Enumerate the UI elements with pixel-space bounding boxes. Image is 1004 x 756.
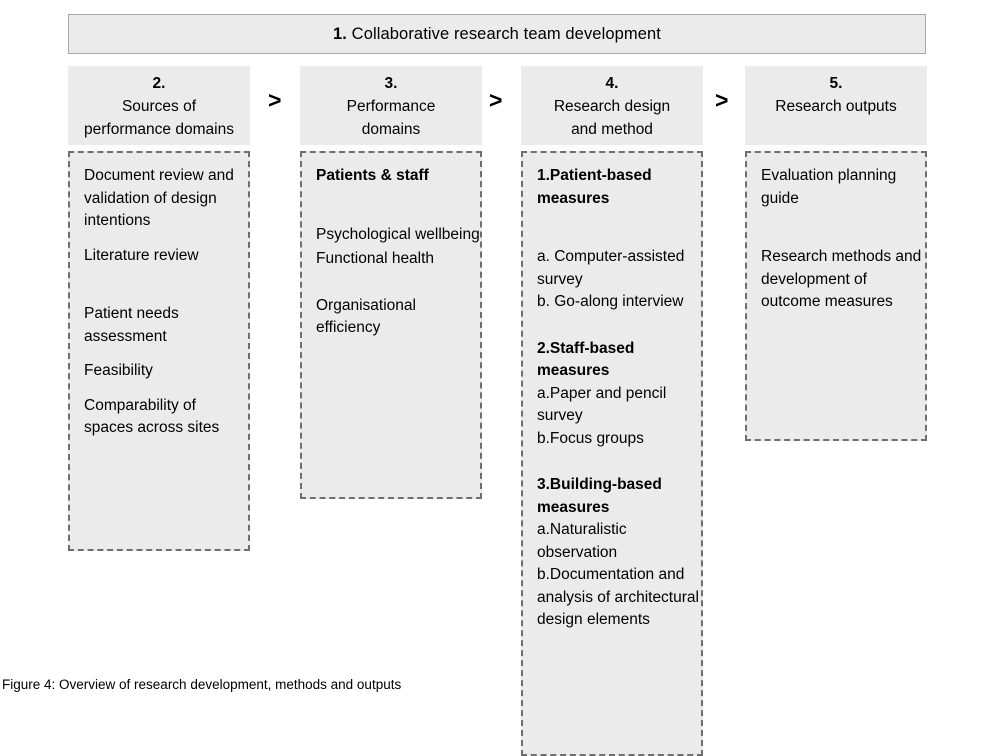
column-2-body: Document review and validation of design… bbox=[68, 151, 250, 551]
column-5-body: Evaluation planning guide Research metho… bbox=[745, 151, 927, 441]
banner-title: Collaborative research team development bbox=[351, 24, 661, 43]
column-2-title-line1: Sources of bbox=[121, 98, 197, 115]
list-item: a. Computer-assisted survey bbox=[537, 248, 685, 288]
column-2-header: 2. Sources of performance domains bbox=[68, 66, 250, 145]
list-item: Organisational efficiency bbox=[316, 296, 416, 337]
chevron-right-icon-1: > bbox=[268, 87, 282, 113]
column-4-header: 4. Research design and method bbox=[521, 66, 703, 145]
list-item: b.Documentation and analysis of architec… bbox=[537, 566, 699, 628]
column-5-number: 5. bbox=[829, 75, 843, 92]
column-2-title-line2: performance domains bbox=[84, 121, 234, 138]
list-item-heading: Patients & staff bbox=[316, 167, 429, 184]
column-2-number: 2. bbox=[152, 75, 166, 92]
column-3-body: Patients & staff Psychological wellbeing… bbox=[300, 151, 482, 499]
column-3-number: 3. bbox=[384, 75, 398, 92]
list-item: Feasibility bbox=[84, 362, 153, 379]
banner-collaborative-research-team: 1. Collaborative research team developme… bbox=[68, 14, 926, 54]
list-item: Document review and validation of design… bbox=[84, 167, 234, 229]
chevron-right-icon-2: > bbox=[489, 87, 503, 113]
list-item: Evaluation planning guide bbox=[761, 167, 897, 207]
banner-number: 1. bbox=[333, 24, 347, 43]
column-4-body: 1.Patient-based measures a. Computer-ass… bbox=[521, 151, 703, 756]
list-item: Psychological wellbeing bbox=[316, 225, 480, 243]
list-item: Literature review bbox=[84, 246, 199, 264]
column-research-design-and-method: 4. Research design and method 1.Patient-… bbox=[521, 66, 703, 756]
column-4-title-line1: Research design bbox=[553, 98, 671, 115]
list-item: Patient needs assessment bbox=[84, 305, 179, 345]
column-research-outputs: 5. Research outputs Evaluation planning … bbox=[745, 66, 927, 441]
column-4-title-line2: and method bbox=[571, 121, 653, 138]
banner-text: 1. Collaborative research team developme… bbox=[333, 25, 661, 44]
column-3-title-line2: domains bbox=[361, 121, 421, 138]
list-item-heading: 3.Building-based measures bbox=[537, 476, 662, 516]
list-item: a.Naturalistic observation bbox=[537, 521, 627, 561]
column-5-title-line1: Research outputs bbox=[775, 98, 897, 115]
list-item-heading: 1.Patient-based measures bbox=[537, 167, 652, 207]
list-item: b.Focus groups bbox=[537, 429, 644, 447]
column-sources-of-performance-domains: 2. Sources of performance domains Docume… bbox=[68, 66, 250, 551]
list-item: Comparability of spaces across sites bbox=[84, 396, 220, 437]
list-item: b. Go-along interview bbox=[537, 293, 684, 310]
list-item: Research methods and development of outc… bbox=[761, 248, 922, 310]
column-performance-domains: 3. Performance domains Patients & staff … bbox=[300, 66, 482, 499]
list-item: Functional health bbox=[316, 250, 435, 267]
list-item: a.Paper and pencil survey bbox=[537, 384, 667, 425]
column-5-header: 5. Research outputs bbox=[745, 66, 927, 145]
figure-caption: Figure 4: Overview of research developme… bbox=[2, 677, 402, 692]
list-item-heading: 2.Staff-based measures bbox=[537, 339, 635, 380]
chevron-right-icon-3: > bbox=[715, 87, 729, 113]
column-4-number: 4. bbox=[605, 75, 619, 92]
column-3-header: 3. Performance domains bbox=[300, 66, 482, 145]
column-3-title-line1: Performance bbox=[346, 98, 436, 115]
